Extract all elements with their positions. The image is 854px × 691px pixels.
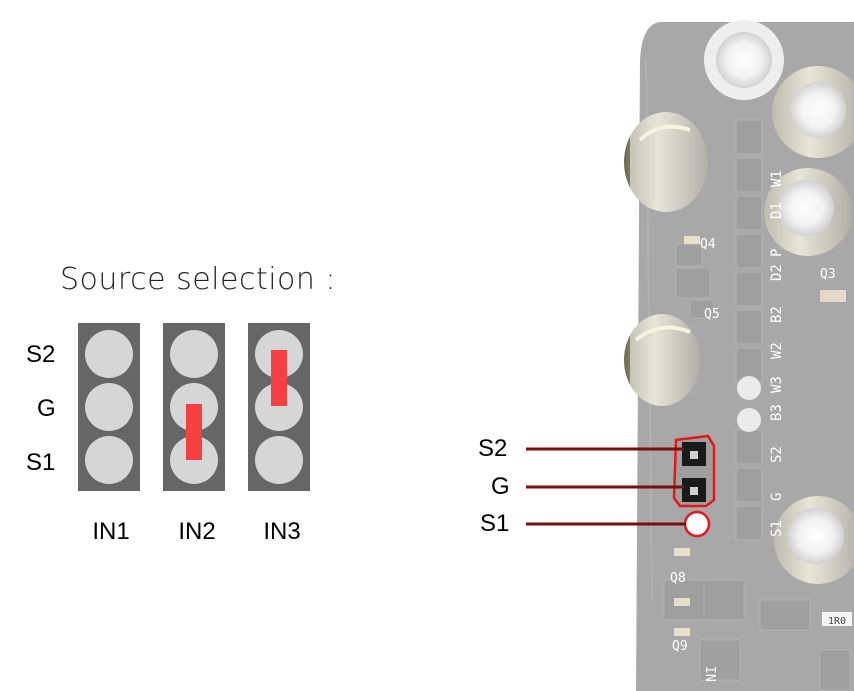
silkscreen-text: Q4 Q5 Q3 Q8 Q9 1R0 IN bbox=[670, 237, 846, 682]
header-in3 bbox=[248, 323, 310, 491]
header-in1 bbox=[78, 323, 140, 491]
silk-1r0: 1R0 bbox=[828, 616, 846, 627]
silk-pin-label: W2 bbox=[769, 342, 785, 359]
silk-q9: Q9 bbox=[672, 639, 688, 654]
silk-q4: Q4 bbox=[700, 237, 716, 252]
pin-in1-s1 bbox=[85, 436, 133, 484]
silk-pin-label: W3 bbox=[769, 376, 785, 393]
diagram-title: Source selection : bbox=[60, 262, 337, 297]
silk-pin-label: S1 bbox=[769, 520, 785, 537]
col-label-in2: IN2 bbox=[178, 518, 216, 545]
silk-pin-label: W1 bbox=[769, 170, 785, 187]
capacitor-left-2 bbox=[624, 314, 700, 406]
capacitor-top bbox=[704, 20, 784, 100]
silk-pin-label: S2 bbox=[769, 446, 785, 463]
row-label-s1: S1 bbox=[26, 449, 56, 476]
silk-pin-label: D1 bbox=[769, 202, 785, 219]
silk-q3: Q3 bbox=[820, 267, 836, 282]
jumper-in3 bbox=[271, 350, 287, 406]
pin-in2-s2 bbox=[170, 330, 218, 378]
pin-in1-s2 bbox=[85, 330, 133, 378]
pin-in3-s1 bbox=[255, 436, 303, 484]
row-label-g: G bbox=[37, 395, 56, 422]
jumper-in2 bbox=[186, 404, 202, 460]
capacitor-left-1 bbox=[624, 112, 708, 212]
silk-q8: Q8 bbox=[670, 571, 686, 586]
silk-pin-label: P bbox=[769, 249, 785, 257]
silk-pin-label: G bbox=[769, 493, 785, 501]
pin-in1-g bbox=[85, 383, 133, 431]
pcb-label-g: G bbox=[491, 473, 510, 500]
pcb-label-s2: S2 bbox=[478, 435, 508, 462]
silk-q5: Q5 bbox=[704, 307, 720, 322]
row-label-s2: S2 bbox=[26, 341, 56, 368]
header-in2 bbox=[163, 323, 225, 491]
silk-in: IN bbox=[702, 666, 717, 682]
silk-pin-label: D2 bbox=[769, 264, 785, 281]
pcb-label-s1: S1 bbox=[480, 510, 510, 537]
col-label-in1: IN1 bbox=[92, 518, 130, 545]
col-label-in3: IN3 bbox=[263, 518, 301, 545]
silk-pin-label: B2 bbox=[769, 306, 785, 323]
pin-header-strip bbox=[735, 119, 763, 541]
silk-pin-label: B3 bbox=[769, 404, 785, 421]
